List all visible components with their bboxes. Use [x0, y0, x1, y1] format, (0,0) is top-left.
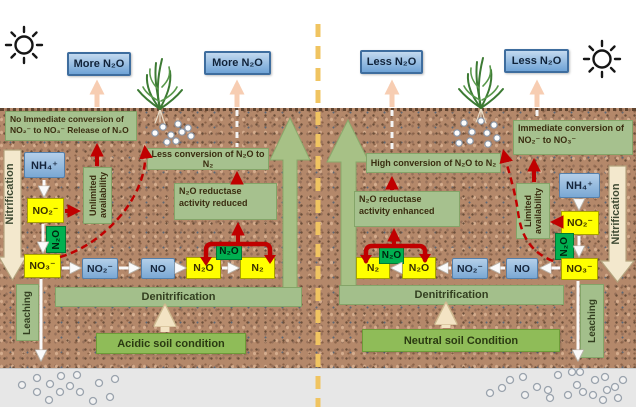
note-reductase-reduced: N₂O reductase activity reduced: [174, 183, 277, 220]
no2-box-left: NO₂⁻: [27, 198, 64, 223]
availability-line1: Limited: [523, 194, 533, 227]
no3-box-right: NO₃⁻: [561, 258, 598, 280]
emission-box-less-n2o-2: Less N₂O: [504, 49, 569, 73]
leaching-box-left: Leaching: [16, 284, 39, 341]
chain-no2-box-left: NO₂⁻: [82, 258, 118, 279]
denitrification-bar-left: Denitrification: [55, 287, 302, 307]
emission-box-less-n2o-1: Less N₂O: [360, 50, 423, 74]
note-high-conversion: High conversion of N₂O to N₂: [366, 153, 501, 173]
chain-n2o-box-right: N₂O: [402, 257, 436, 279]
no3-box-left: NO₃⁻: [24, 254, 61, 278]
emission-box-more-n2o-1: More N₂O: [67, 52, 131, 76]
nitrification-label-left: Nitrification: [4, 163, 16, 225]
chain-no2-box-right: NO₂⁻: [452, 258, 488, 279]
nitrification-label-right: Nitrification: [610, 183, 622, 245]
denitrification-bar-right: Denitrification: [339, 285, 564, 305]
availability-line1: Unlimited: [87, 174, 98, 216]
nh4-box-left: NH₄⁺: [24, 152, 65, 178]
note-immediate-conversion: Immediate conversion of NO₂⁻ to NO₃⁻: [513, 120, 633, 155]
bracket-n2o-box-right: N₂O: [379, 247, 404, 264]
chain-no-box-left: NO: [141, 258, 175, 279]
chain-n2-box-left: N₂: [240, 257, 275, 279]
availability-line2: availability: [533, 187, 543, 235]
leaching-label-right: Leaching: [586, 299, 598, 343]
bracket-n2o-box-left: N₂O: [216, 243, 242, 260]
availability-line2: availability: [97, 172, 108, 219]
n2o-byproduct-label-left: N₂O: [50, 229, 62, 250]
leaching-box-right: Leaching: [580, 284, 604, 358]
chain-no-box-right: NO: [506, 258, 538, 279]
soil-condition-box-neutral: Neutral soil Condition: [362, 329, 560, 352]
groundwater-layer: [0, 368, 636, 407]
nh4-box-right: NH₄⁺: [559, 173, 600, 198]
soil-condition-box-acidic: Acidic soil condition: [96, 333, 246, 354]
note-reductase-enhanced: N₂O reductase activity enhanced: [354, 191, 460, 227]
n2o-byproduct-box-right: N₂O: [555, 233, 574, 260]
leaching-label-left: Leaching: [22, 290, 33, 335]
chain-n2o-box-left: N₂O: [186, 257, 221, 279]
note-less-conversion: Less conversion of N₂O to N₂: [147, 148, 269, 170]
note-no-immediate-conversion: No Immediate conversion of NO₂⁻ to NO₃⁻ …: [5, 111, 137, 141]
no2-box-right: NO₂⁻: [561, 211, 599, 235]
n2o-byproduct-box-left: N₂O: [46, 226, 66, 253]
emission-box-more-n2o-2: More N₂O: [204, 51, 271, 75]
n2o-byproduct-label-right: N₂O: [559, 236, 570, 257]
